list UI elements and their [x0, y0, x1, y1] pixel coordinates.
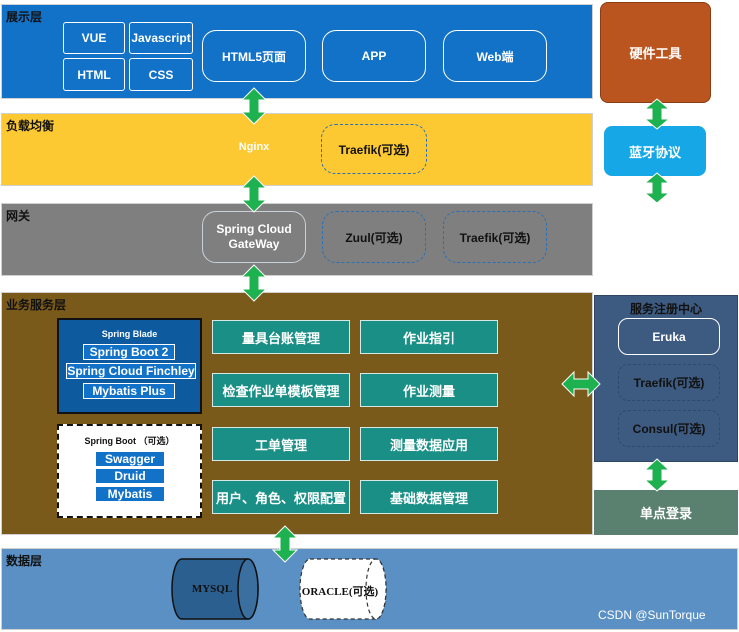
- nginx-label: Nginx: [238, 141, 270, 153]
- business-layer-title: 业务服务层: [6, 298, 67, 312]
- tech-javascript: Javascript: [129, 22, 193, 54]
- lib-mybatis-plus: Mybatis Plus: [83, 383, 175, 399]
- lib-spring-cloud-finchley: Spring Cloud Finchley: [66, 363, 196, 379]
- module-base-data: 基础数据管理: [360, 480, 498, 514]
- presentation-layer: 展示层: [1, 4, 593, 99]
- registry-consul: Consul(可选): [618, 410, 720, 447]
- sso-box: 单点登录: [594, 490, 738, 535]
- lib-druid: Druid: [95, 468, 165, 484]
- mysql-label: MYSQL: [191, 583, 233, 595]
- load-balance-layer-title: 负载均衡: [6, 119, 55, 133]
- module-gauge-ledger: 量具台账管理: [212, 320, 350, 354]
- client-app: APP: [322, 30, 426, 82]
- arrow-business-data: [271, 525, 299, 563]
- spring-cloud-gateway-label: Spring Cloud GateWay: [216, 222, 292, 251]
- lib-spring-boot-2: Spring Boot 2: [83, 344, 175, 360]
- module-work-order: 工单管理: [212, 427, 350, 461]
- traefik-lb: Traefik(可选): [321, 124, 427, 174]
- load-balance-layer: 负载均衡: [1, 113, 593, 186]
- oracle-label: ORACLE(可选): [301, 586, 379, 598]
- hardware-tool-box: 硬件工具: [600, 2, 711, 103]
- arrow-presentation-loadbalance: [240, 87, 268, 125]
- arrow-bluetooth-gateway: [643, 172, 671, 204]
- zuul-gateway: Zuul(可选): [322, 211, 426, 263]
- watermark: CSDN @SunTorque: [598, 608, 706, 622]
- arrow-business-registry: [561, 370, 601, 398]
- mysql-cylinder: [171, 558, 259, 620]
- module-measurement-data: 测量数据应用: [360, 427, 498, 461]
- lib-swagger: Swagger: [95, 451, 165, 467]
- bluetooth-box: 蓝牙协议: [604, 126, 706, 176]
- bluetooth-label: 蓝牙协议: [628, 144, 681, 160]
- spring-blade-title: Spring Blade: [101, 329, 158, 339]
- tech-css: CSS: [129, 58, 193, 91]
- module-user-role-permission: 用户、角色、权限配置: [212, 480, 350, 514]
- hardware-tool-label: 硬件工具: [629, 46, 682, 61]
- client-html5: HTML5页面: [202, 30, 306, 82]
- gateway-layer-title: 网关: [6, 209, 31, 223]
- module-inspection-template: 检查作业单模板管理: [212, 373, 350, 407]
- arrow-hardware-bluetooth: [643, 98, 671, 130]
- sso-label: 单点登录: [639, 506, 692, 521]
- data-layer-title: 数据层: [6, 554, 43, 568]
- arrow-registry-sso: [643, 458, 671, 492]
- traefik-gateway: Traefik(可选): [443, 211, 547, 263]
- client-web: Web端: [443, 30, 547, 82]
- registry-title: 服务注册中心: [629, 302, 702, 316]
- spring-boot-title: Spring Boot （可选）: [84, 436, 175, 446]
- lib-mybatis: Mybatis: [95, 486, 165, 502]
- presentation-layer-title: 展示层: [6, 10, 43, 24]
- arrow-loadbalance-gateway: [240, 175, 268, 213]
- spring-cloud-gateway: Spring Cloud GateWay: [202, 211, 306, 263]
- tech-html: HTML: [63, 58, 125, 91]
- registry-traefik: Traefik(可选): [618, 364, 720, 401]
- module-work-instruction: 作业指引: [360, 320, 498, 354]
- tech-vue: VUE: [63, 22, 125, 54]
- module-work-measurement: 作业测量: [360, 373, 498, 407]
- oracle-cylinder: [299, 558, 387, 620]
- arrow-gateway-business: [240, 264, 268, 302]
- registry-eruka: Eruka: [618, 318, 720, 355]
